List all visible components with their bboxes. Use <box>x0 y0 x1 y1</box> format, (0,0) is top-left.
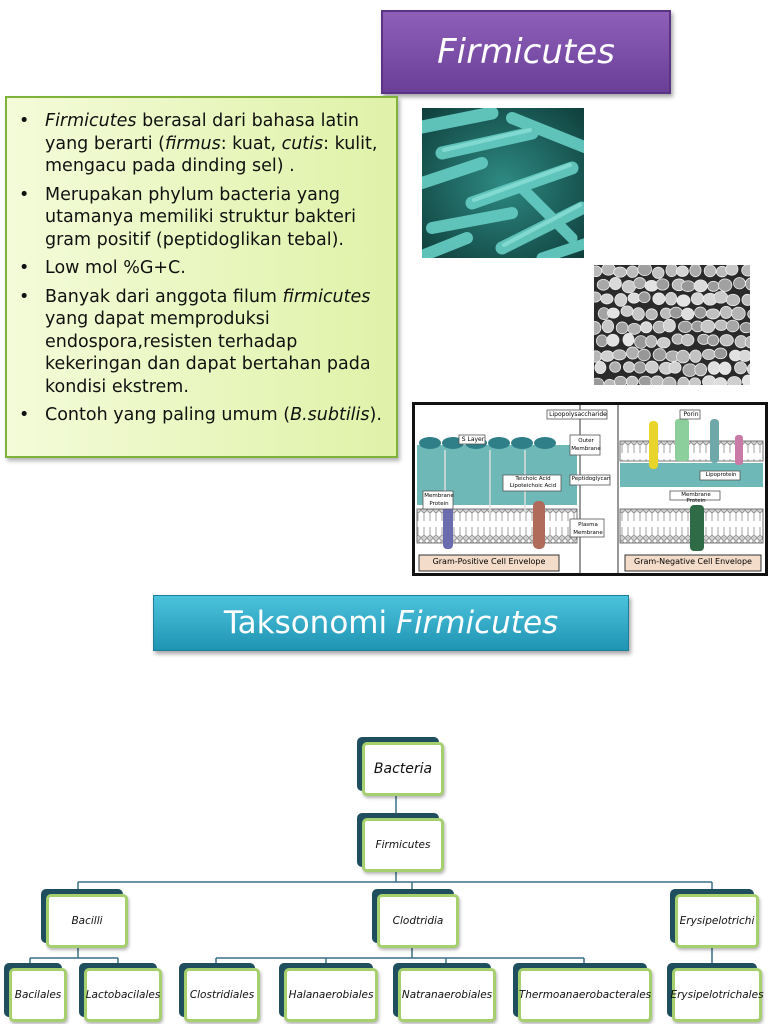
bullet-text: Banyak dari anggota filum <box>45 286 283 307</box>
node-order-lactobacilales: Lactobacilales <box>84 968 162 1022</box>
node-class-bacilli: Bacilli <box>46 894 128 948</box>
label-lipoteichoic: Lipoteichoic Acid <box>509 483 557 489</box>
bullet-item: • Contoh yang paling umum (B.subtilis). <box>17 404 386 427</box>
node-order-natranaerobiales: Natranaerobiales <box>398 968 496 1022</box>
bullet-item: • Merupakan phylum bacteria yang utamanya… <box>17 184 386 252</box>
node-class-erysipelotrichi: Erysipelotrichi <box>675 894 759 948</box>
page-title: Firmicutes <box>381 10 671 94</box>
label-lipoprotein: Lipoprotein <box>705 472 737 478</box>
bullet-text: firmicutes <box>282 286 371 307</box>
bullet-text: Low mol %G+C. <box>45 258 186 278</box>
bullet-text: yang dapat memproduksi endospora,resiste… <box>45 309 371 397</box>
label-membrane-protein-right: Membrane Protein <box>681 492 711 504</box>
bullet-text: cutis <box>281 133 324 154</box>
bullet-dot: • <box>19 405 30 425</box>
label-peptidoglycan: Peptidoglycan <box>571 476 611 482</box>
bullet-text: berasal dari bahasa latin yang berarti ( <box>45 111 360 154</box>
taxonomy-title-plain: Taksonomi <box>223 605 388 641</box>
bullet-dot: • <box>19 111 30 131</box>
bullet-dot: • <box>19 184 30 205</box>
label-plasma-membrane: Plasma Membrane <box>573 522 603 536</box>
node-class-clodtridia: Clodtridia <box>377 894 459 948</box>
bullet-text: Contoh yang paling umum ( <box>45 405 291 425</box>
bullet-list: • Firmicutes berasal dari bahasa latin ya… <box>17 110 386 427</box>
bullet-text: ). <box>369 405 382 425</box>
bullet-text: Firmicutes <box>45 111 137 131</box>
node-order-halanaerobiales: Halanaerobiales <box>284 968 378 1022</box>
node-root: Bacteria <box>362 742 444 796</box>
bullet-dot: • <box>19 286 30 307</box>
taxonomy-title-italic: Firmicutes <box>396 605 559 641</box>
bullet-text: B.subtilis <box>290 405 370 425</box>
bullet-text: firmus <box>164 133 221 154</box>
label-teichoic: Teichoic Acid <box>515 476 551 482</box>
label-membrane-protein-left: Membrane Protein <box>424 493 454 507</box>
node-order-clostridiales: Clostridiales <box>184 968 260 1022</box>
cocci-bacteria-image <box>594 265 750 385</box>
bullet-text: : kuat, <box>220 133 282 154</box>
label-s-layer: S Layer <box>461 436 485 443</box>
caption-gram-negative: Gram-Negative Cell Envelope <box>634 557 752 566</box>
cell-envelope-diagram: Lipopolysaccharide Porin S Layer Teichoi… <box>412 402 768 576</box>
bullet-item: • Banyak dari anggota filum firmicutes ya… <box>17 286 386 399</box>
bullet-text: Merupakan phylum bacteria yang utamanya … <box>45 184 356 250</box>
description-box: • Firmicutes berasal dari bahasa latin ya… <box>5 96 398 458</box>
bullet-text: : kulit, mengacu pada dinding sel) . <box>45 133 378 177</box>
label-porin: Porin <box>683 411 699 418</box>
caption-gram-positive: Gram-Positive Cell Envelope <box>432 557 546 566</box>
bullet-item: • Low mol %G+C. <box>17 257 386 280</box>
taxonomy-title: Taksonomi Firmicutes <box>153 595 629 651</box>
node-phylum: Firmicutes <box>362 818 444 872</box>
node-order-erysipelotrichales: Erysipelotrichales <box>670 968 764 1022</box>
rod-bacteria-image <box>422 108 584 258</box>
bullet-dot: • <box>19 258 30 278</box>
node-order-bacilales: Bacilales <box>9 968 67 1022</box>
label-lipopolysaccharide: Lipopolysaccharide <box>549 411 607 418</box>
label-outer-membrane: Outer Membrane <box>571 438 601 452</box>
node-order-thermoanaerobacterales: Thermoanaerobacterales <box>518 968 652 1022</box>
bullet-item: • Firmicutes berasal dari bahasa latin ya… <box>17 110 386 178</box>
